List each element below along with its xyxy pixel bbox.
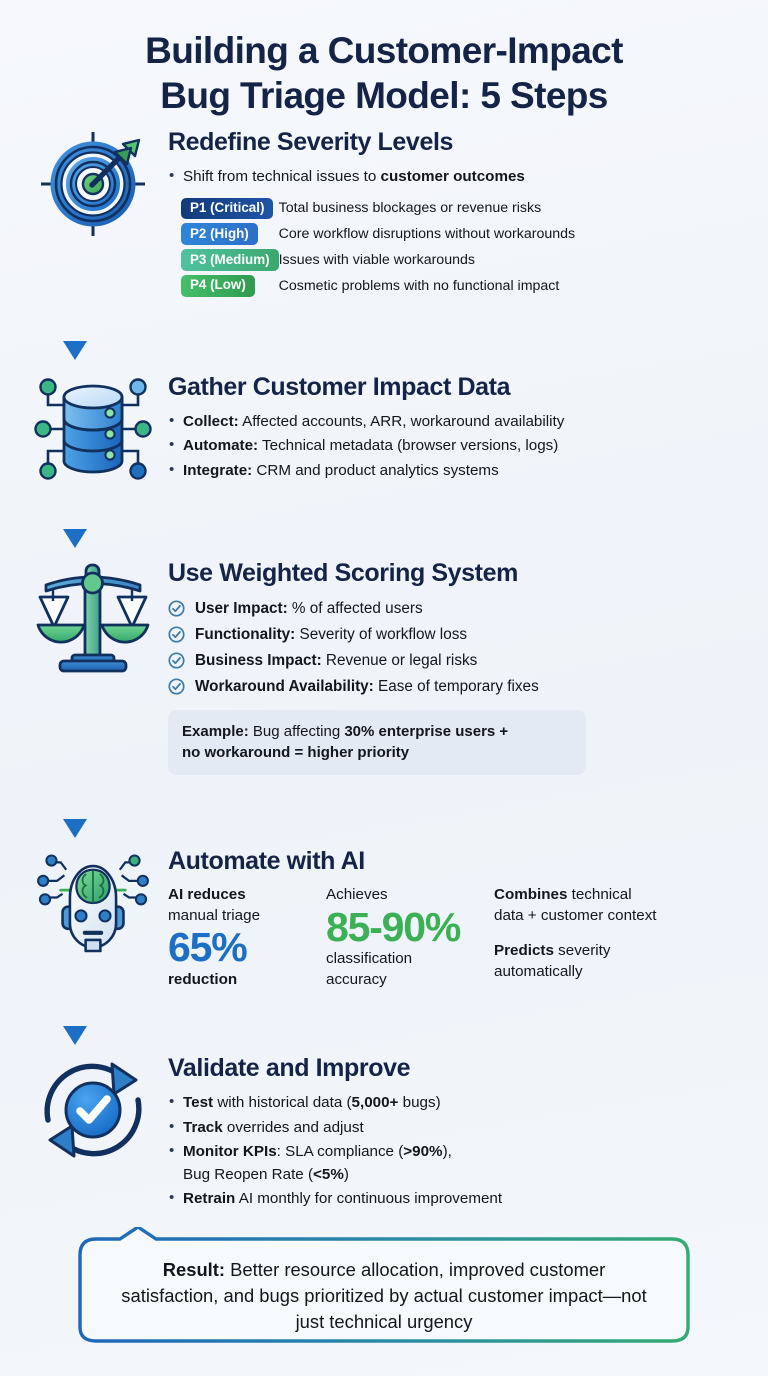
- status-badge: P1 (Critical): [181, 197, 274, 220]
- list-item: Track overrides and adjust: [168, 1116, 742, 1140]
- connector-arrow-1: [0, 307, 150, 363]
- severity-table: P1 (Critical) Total business blockages o…: [181, 196, 575, 299]
- step-gather-customer-impact-data: Gather Customer Impact Data Collect: Aff…: [0, 369, 768, 489]
- list-item: Workaround Availability: Ease of tempora…: [168, 675, 742, 698]
- result-text: Result: Better resource allocation, impr…: [76, 1257, 692, 1335]
- step-title: Validate and Improve: [168, 1054, 411, 1083]
- spacer: [494, 926, 694, 941]
- step-title: Use Weighted Scoring System: [168, 558, 518, 587]
- result-body: Better resource allocation, improved cus…: [121, 1258, 647, 1332]
- database-network-icon: [33, 369, 153, 489]
- stat-sub-2: accuracy: [326, 970, 387, 988]
- bullet-list: Shift from technical issues to customer …: [168, 165, 742, 189]
- title-line-1: Building a Customer-Impact: [145, 30, 623, 71]
- list-item: Business Impact: Revenue or legal risks: [168, 649, 742, 672]
- connector-arrow-2: [0, 495, 150, 551]
- step-redefine-severity-levels: Redefine Severity Levels Shift from tech…: [0, 124, 768, 299]
- stat-sub-1: classification: [326, 949, 413, 967]
- step-body: Redefine Severity Levels Shift from tech…: [168, 124, 742, 299]
- severity-description: Cosmetic problems with no functional imp…: [278, 277, 560, 294]
- severity-description: Total business blockages or revenue risk…: [278, 200, 542, 217]
- icon-column: [18, 843, 168, 963]
- context-line-4: automatically: [494, 962, 583, 980]
- icon-column: [18, 1050, 168, 1170]
- list-item: Shift from technical issues to customer …: [168, 165, 742, 189]
- step-body: Gather Customer Impact Data Collect: Aff…: [168, 369, 742, 484]
- stat-value: 65%: [168, 924, 248, 971]
- icon-column: [18, 124, 168, 244]
- stat-footer: reduction: [168, 970, 238, 988]
- balance-scales-icon: [33, 555, 153, 675]
- list-item: Integrate: CRM and product analytics sys…: [168, 459, 742, 483]
- stat-accuracy: Achieves 85-90% classification accuracy: [326, 885, 476, 990]
- check-list: User Impact: % of affected users Functio…: [168, 597, 742, 699]
- step-title: Gather Customer Impact Data: [168, 372, 511, 401]
- result-label: Result:: [162, 1258, 226, 1280]
- stat-lead: Achieves: [326, 885, 388, 903]
- step-body: Use Weighted Scoring System User Impact:…: [168, 555, 742, 776]
- list-item: Retrain AI monthly for continuous improv…: [168, 1187, 742, 1211]
- severity-description: Issues with viable workarounds: [278, 252, 475, 269]
- check-circle-icon: [168, 678, 185, 695]
- severity-description: Core workflow disruptions without workar…: [278, 226, 576, 243]
- icon-column: [18, 555, 168, 675]
- step-title: Automate with AI: [168, 847, 365, 876]
- list-item: Test with historical data (5,000+ bugs): [168, 1091, 742, 1115]
- check-circle-icon: [168, 626, 185, 643]
- stat-context: Combines technical data + customer conte…: [494, 885, 694, 990]
- bullet-list: Collect: Affected accounts, ARR, workaro…: [168, 410, 742, 483]
- bullet-list: Test with historical data (5,000+ bugs) …: [168, 1091, 742, 1211]
- refresh-check-icon: [33, 1050, 153, 1170]
- stat-group: AI reduces manual triage 65% reduction A…: [168, 885, 742, 990]
- step-automate-with-ai: Automate with AI AI reduces manual triag…: [0, 843, 768, 990]
- target-arrow-icon: [33, 124, 153, 244]
- table-row: P1 (Critical) Total business blockages o…: [181, 196, 575, 222]
- step-validate-and-improve: Validate and Improve Test with historica…: [0, 1050, 768, 1212]
- status-badge: P4 (Low): [181, 274, 255, 297]
- status-badge: P2 (High): [181, 223, 258, 246]
- example-callout: Example: Bug affecting 30% enterprise us…: [168, 709, 586, 776]
- connector-arrow-3: [0, 783, 150, 841]
- stat-sub: manual triage: [168, 906, 261, 924]
- list-item: Automate: Technical metadata (browser ve…: [168, 434, 742, 458]
- step-body: Validate and Improve Test with historica…: [168, 1050, 742, 1212]
- list-item: User Impact: % of affected users: [168, 597, 742, 620]
- result-callout: Result: Better resource allocation, impr…: [76, 1226, 692, 1345]
- list-item: Functionality: Severity of workflow loss: [168, 623, 742, 646]
- table-row: P2 (High) Core workflow disruptions with…: [181, 221, 575, 247]
- table-row: P3 (Medium) Issues with viable workaroun…: [181, 247, 575, 273]
- step-body: Automate with AI AI reduces manual triag…: [168, 843, 742, 990]
- ai-robot-brain-icon: [33, 843, 153, 963]
- stat-value: 85-90%: [326, 903, 461, 950]
- step-title: Redefine Severity Levels: [168, 128, 453, 157]
- list-item: Monitor KPIs: SLA compliance (>90%),Bug …: [168, 1140, 742, 1186]
- connector-arrow-4: [0, 996, 150, 1048]
- title-line-2: Bug Triage Model: 5 Steps: [160, 75, 608, 117]
- status-badge: P3 (Medium): [181, 249, 279, 271]
- icon-column: [18, 369, 168, 489]
- table-row: P4 (Low) Cosmetic problems with no funct…: [181, 273, 575, 299]
- step-use-weighted-scoring-system: Use Weighted Scoring System User Impact:…: [0, 555, 768, 776]
- check-circle-icon: [168, 652, 185, 669]
- check-circle-icon: [168, 599, 185, 617]
- context-line-2: data + customer context: [494, 906, 657, 924]
- list-item: Collect: Affected accounts, ARR, workaro…: [168, 410, 742, 434]
- stat-reduction: AI reduces manual triage 65% reduction: [168, 885, 308, 990]
- page-title: Building a Customer-Impact Bug Triage Mo…: [0, 0, 768, 124]
